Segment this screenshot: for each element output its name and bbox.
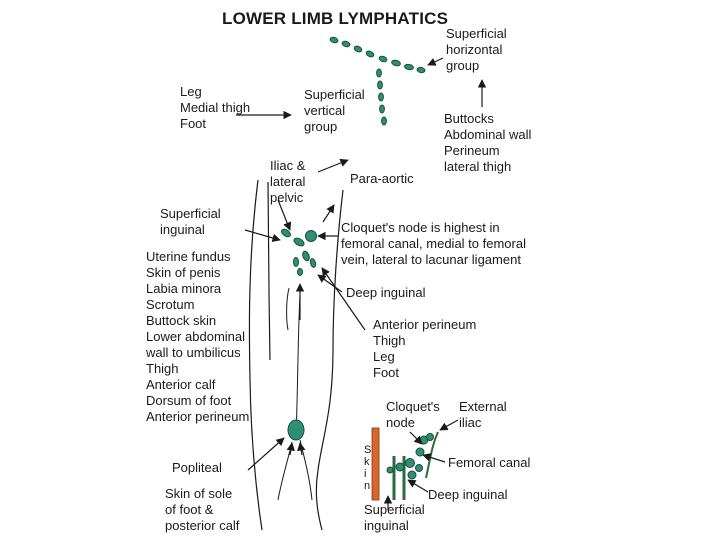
label-popliteal: Popliteal [172, 460, 222, 475]
limb-arrows [244, 199, 366, 471]
inguinal-node-cluster [281, 228, 317, 276]
label-buttocks-drainage: Buttocks Abdominal wall Perineum lateral… [444, 111, 532, 174]
label-superficial-horizontal-group: Superficial horizontal group [446, 26, 507, 73]
label-popliteal-sources: Skin of sole of foot & posterior calf [165, 486, 240, 533]
label-superficial-vertical-group: Superficial vertical group [304, 87, 365, 134]
label-deep-inguinal: Deep inguinal [346, 285, 426, 300]
inset-label-superficial-inguinal: Superficial inguinal [364, 502, 425, 533]
label-para-aortic: Para-aortic [350, 171, 414, 186]
label-leg-medial-thigh-foot: Leg Medial thigh Foot [180, 84, 251, 131]
lymph-vessels [277, 287, 313, 501]
superficial-horizontal-group-nodes [329, 36, 426, 74]
diagram-title: LOWER LIMB LYMPHATICS [222, 9, 449, 28]
popliteal-node [287, 419, 305, 441]
inset-label-cloquets-node: Cloquet's node [386, 399, 440, 430]
label-superficial-drainage-list: Uterine fundus Skin of penis Labia minor… [146, 249, 250, 424]
popliteal-afferent-arrows [286, 442, 306, 456]
limb-outline [248, 179, 344, 531]
label-superficial-inguinal: Superficial inguinal [160, 206, 221, 237]
inset-skin-letter: n [364, 480, 371, 492]
inset-skin-letter: k [364, 456, 370, 468]
inset-skin-letter: S [364, 444, 372, 456]
inset-femoral-canal [371, 419, 459, 510]
label-cloquet-note: Cloquet's node is highest in femoral can… [341, 220, 526, 267]
inset-skin-band [371, 427, 380, 501]
inset-skin-letter: i [364, 468, 367, 480]
top-arrows [236, 57, 487, 173]
inset-label-femoral-canal: Femoral canal [448, 455, 531, 470]
inset-label-external-iliac: External iliac [459, 399, 507, 430]
superficial-vertical-group-nodes [376, 68, 387, 126]
label-iliac-lateral-pelvic: Iliac & lateral pelvic [270, 158, 306, 205]
inset-label-deep-inguinal: Deep inguinal [428, 487, 508, 502]
label-deep-drainage-list: Anterior perineum Thigh Leg Foot [373, 317, 477, 380]
